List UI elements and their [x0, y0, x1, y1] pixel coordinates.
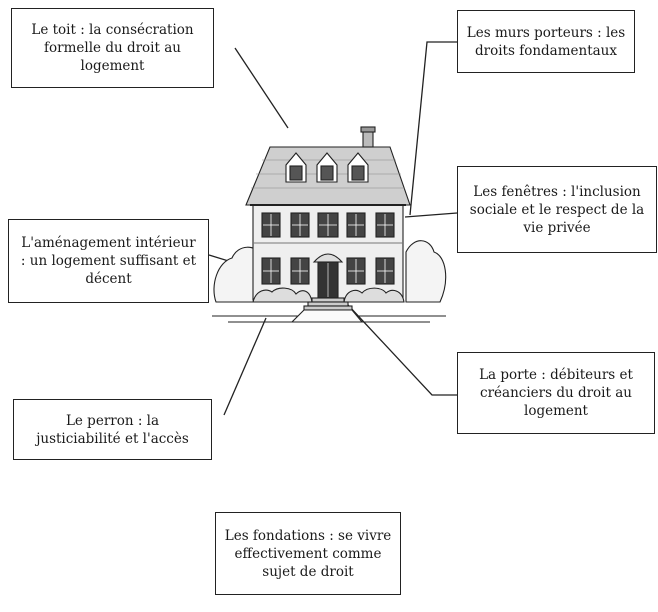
- box-perron-text: Le perron : la justiciabilité et l'accès: [36, 412, 189, 447]
- box-fenetres: Les fenêtres : l'inclusion sociale et le…: [457, 166, 657, 253]
- box-toit-text: Le toit : la consécration formelle du dr…: [31, 22, 194, 74]
- door-arch: [312, 253, 344, 263]
- shrub-right: [405, 240, 447, 303]
- box-fondations-text: Les fondations : se vivre effectivement …: [224, 527, 392, 580]
- box-porte: La porte : débiteurs et créanciers du dr…: [457, 352, 655, 434]
- connector-toit: [234, 47, 289, 129]
- box-murs-text: Les murs porteurs : les droits fondament…: [466, 24, 626, 59]
- connector-perron: [223, 317, 267, 416]
- hedge-right: [343, 287, 405, 303]
- connector-murs: [409, 41, 457, 216]
- connector-porte: [347, 304, 457, 396]
- box-toit: Le toit : la consécration formelle du dr…: [11, 8, 214, 88]
- steps: [311, 297, 345, 303]
- box-fenetres-text: Les fenêtres : l'inclusion sociale et le…: [469, 183, 645, 236]
- box-amenagement-text: L'aménagement intérieur : un logement su…: [20, 235, 197, 287]
- dormers: [285, 152, 369, 183]
- box-murs: Les murs porteurs : les droits fondament…: [457, 10, 635, 73]
- box-amenagement: L'aménagement intérieur : un logement su…: [8, 219, 209, 303]
- connector-lines: [208, 41, 458, 416]
- house-illustration: [212, 126, 447, 323]
- box-porte-text: La porte : débiteurs et créanciers du dr…: [479, 367, 633, 419]
- chimney: [362, 130, 374, 148]
- box-perron: Le perron : la justiciabilité et l'accès: [13, 399, 212, 460]
- box-fondations: Les fondations : se vivre effectivement …: [215, 512, 401, 595]
- lower-windows: [261, 257, 395, 285]
- walkway: [290, 309, 364, 323]
- connector-fenetres: [404, 212, 458, 218]
- hedge-left: [252, 287, 313, 303]
